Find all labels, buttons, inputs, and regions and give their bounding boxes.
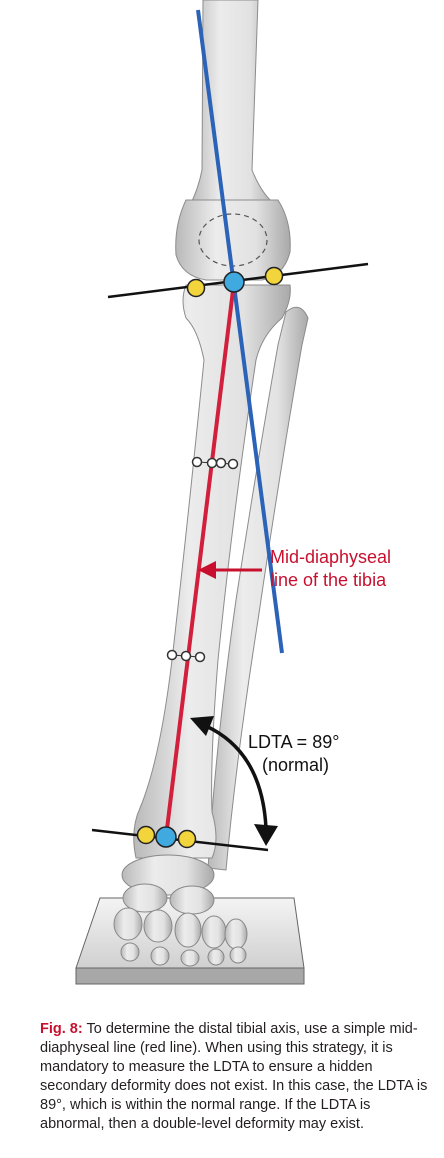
femur-shaft: [189, 0, 278, 206]
angle-label-line2: (normal): [262, 755, 329, 775]
foot-plate-edge: [75, 967, 305, 985]
angle-label-line1: LDTA = 89°: [248, 732, 339, 752]
caption-label: Fig. 8:: [40, 1021, 83, 1037]
red-label-line1: Mid-diaphyseal: [270, 547, 391, 567]
ankle-center-point: [155, 826, 177, 848]
mid-diaphyseal-line: [164, 281, 236, 838]
femoral-condyles: [175, 199, 291, 281]
red-pointer-arrowhead: [198, 561, 216, 579]
ldta-arrowhead-top: [190, 716, 214, 736]
red-label-line2: line of the tibia: [270, 570, 387, 590]
ankle-medial-point: [177, 829, 197, 849]
ldta-angle-arc: [205, 724, 268, 829]
upper-shaft-points: [191, 456, 239, 470]
lower-shaft-points: [166, 649, 206, 663]
ldta-arrowhead-bottom: [254, 824, 278, 846]
foot-bones: [113, 854, 248, 967]
knee-lateral-point: [186, 278, 206, 298]
femoral-axis-line: [196, 9, 284, 654]
figure-caption: Fig. 8: To determine the distal tibial a…: [40, 1020, 436, 1134]
ankle-lateral-point: [136, 825, 156, 845]
caption-text: To determine the distal tibial axis, use…: [40, 1021, 428, 1132]
knee-center-point: [223, 271, 245, 293]
tibia-diagram: Mid-diaphyseal line of the tibia LDTA = …: [75, 0, 391, 985]
fibula: [207, 306, 309, 871]
knee-medial-point: [264, 266, 284, 286]
